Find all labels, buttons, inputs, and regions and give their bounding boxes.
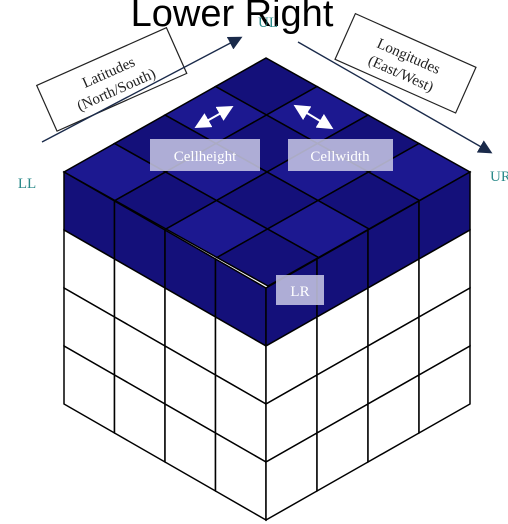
- cellwidth-label: Cellwidth: [310, 149, 370, 165]
- cellheight-label-box: [150, 139, 260, 171]
- cellwidth-label-box: [288, 139, 393, 171]
- grid-cube: [62, 57, 472, 522]
- corner-label-ll: LL: [18, 176, 36, 192]
- lr-label-box: [276, 275, 324, 305]
- longitude-arrow: [297, 41, 493, 154]
- right-face-cell: [418, 344, 471, 435]
- corner-label-lr: LR: [290, 284, 309, 300]
- corner-label-ur: UR: [490, 169, 508, 185]
- corner-label-ul: UL: [258, 15, 278, 31]
- cellwidth-arrow: [293, 104, 334, 130]
- longitudes-box: Longitudes (East/West): [334, 12, 477, 114]
- cellheight-arrow: [194, 106, 234, 128]
- cellheight-label: Cellheight: [174, 149, 237, 165]
- latitude-arrow: [41, 36, 243, 143]
